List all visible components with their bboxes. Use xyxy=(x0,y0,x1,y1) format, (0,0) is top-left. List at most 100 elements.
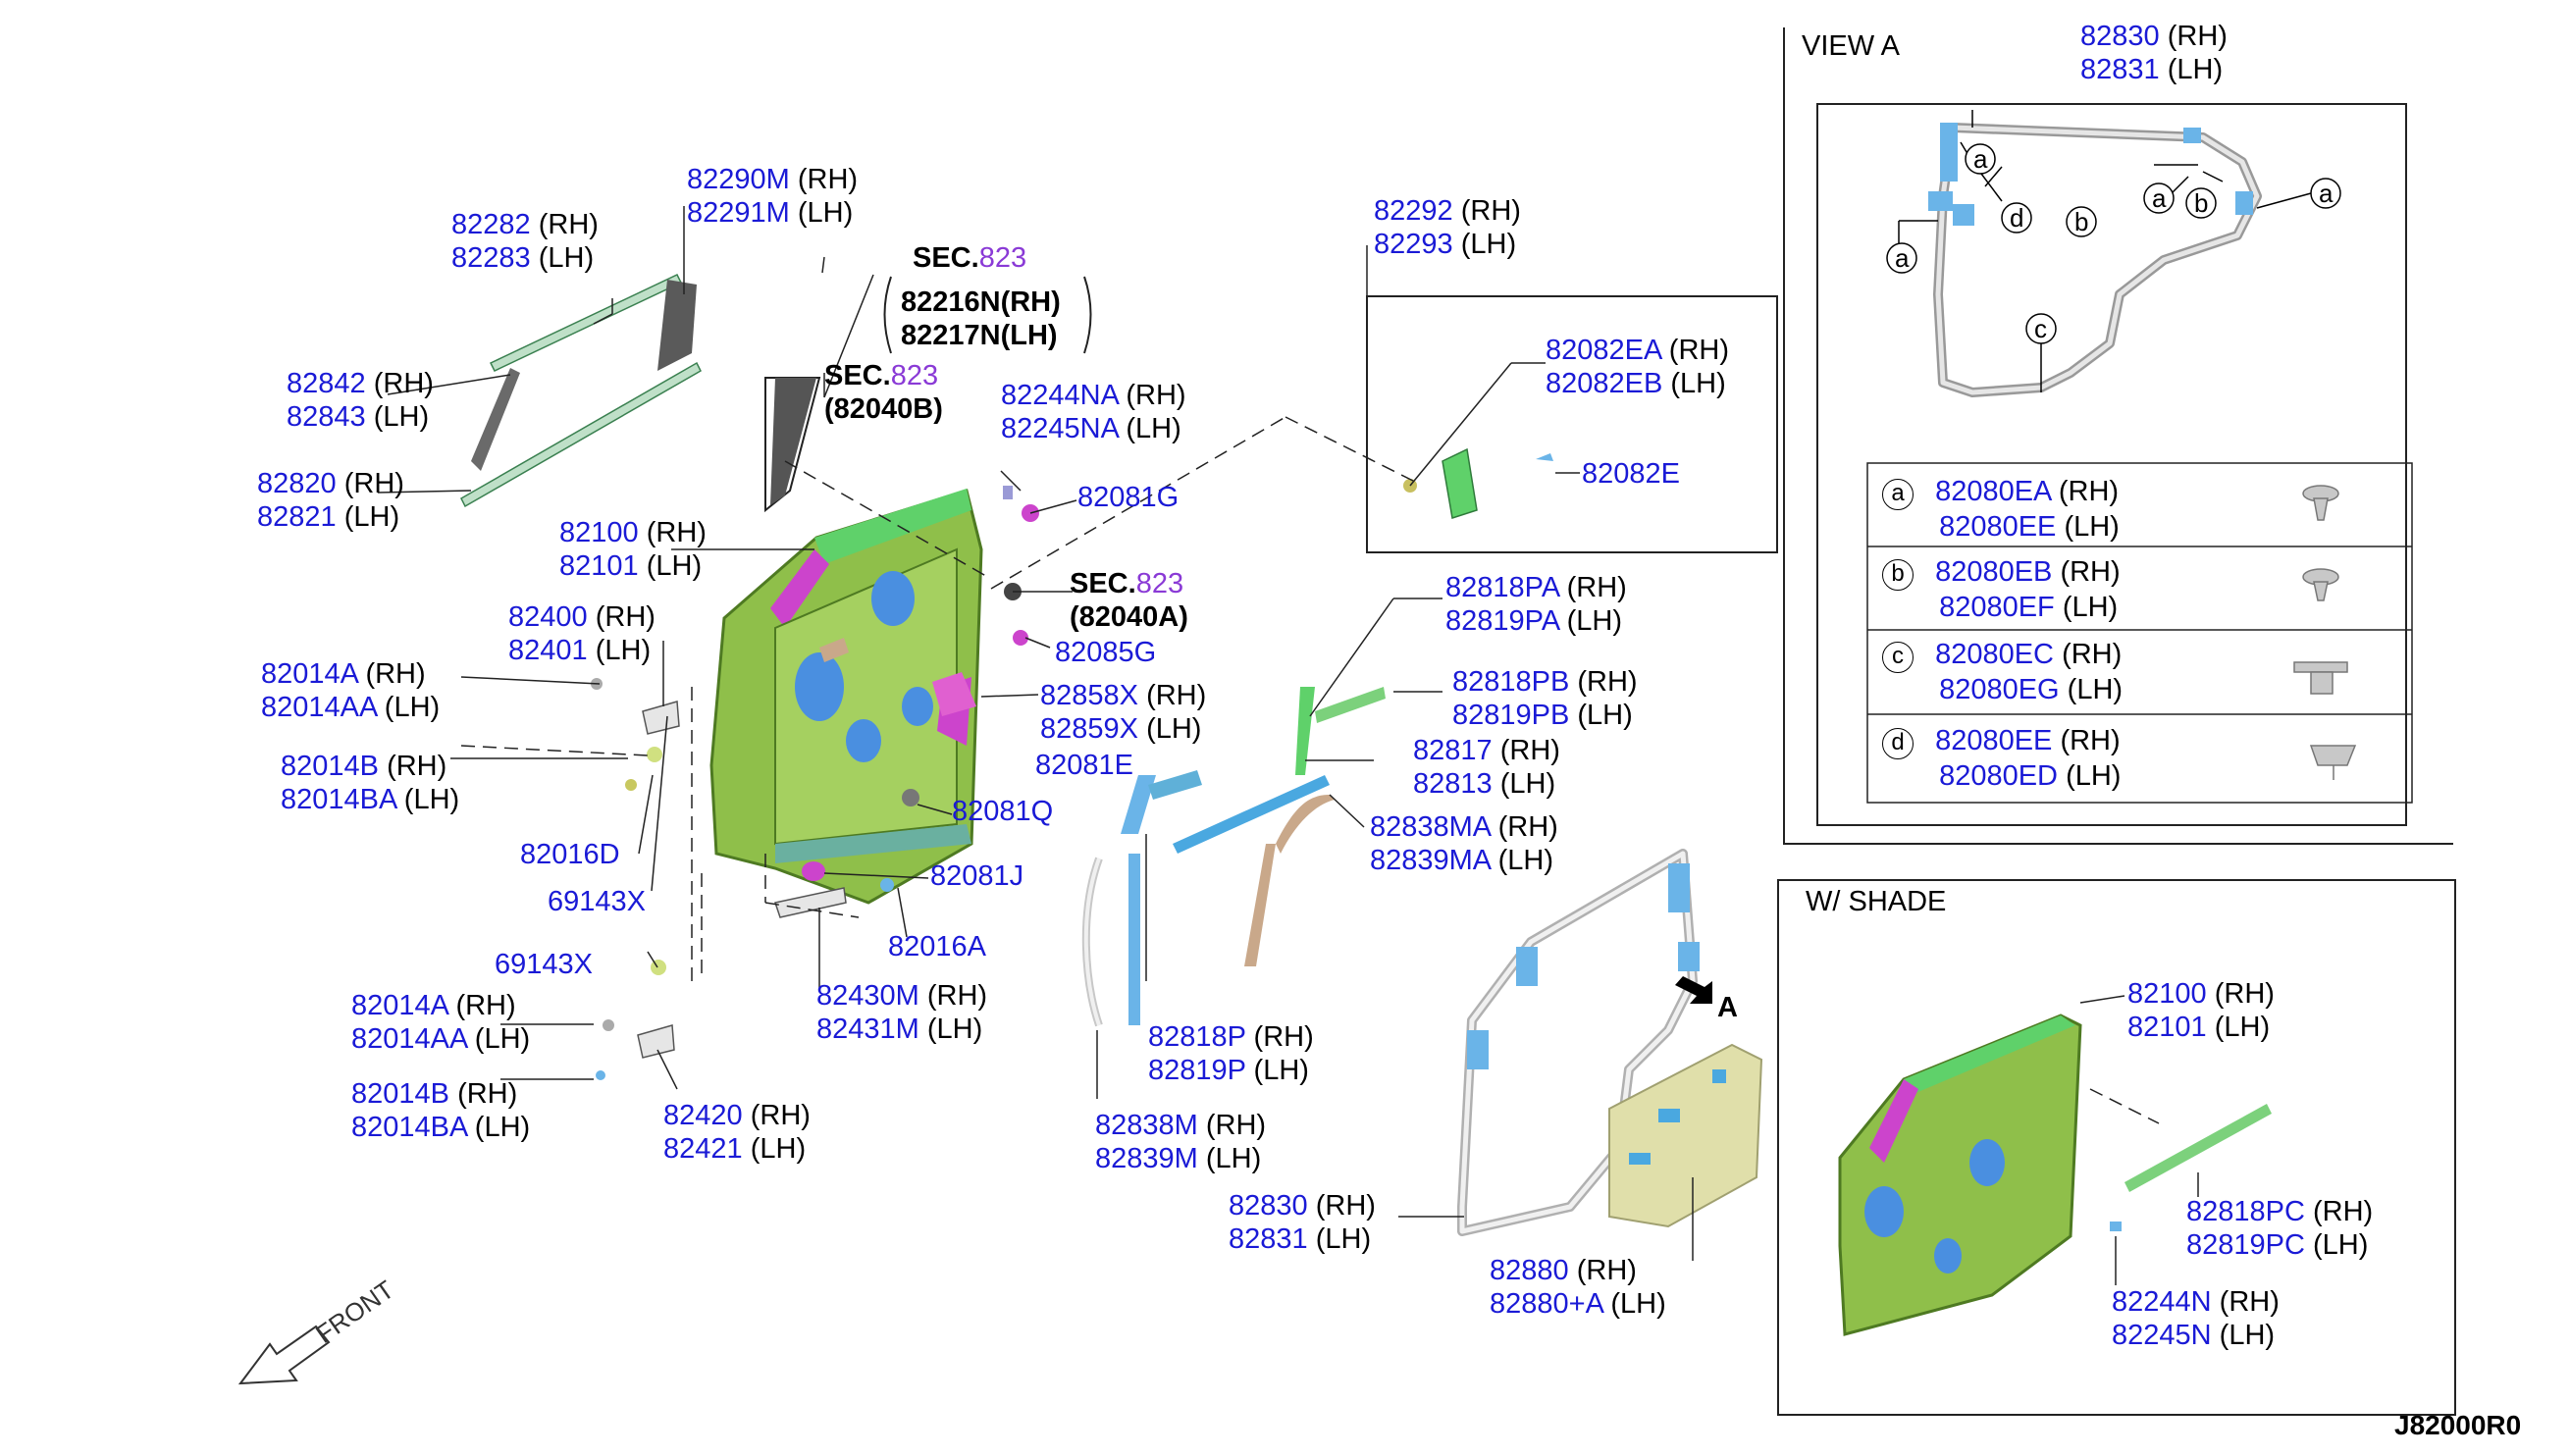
part-number-lh[interactable]: 82291M xyxy=(687,197,790,229)
part-number-lh[interactable]: 82880+A xyxy=(1490,1288,1603,1320)
part-number-lh[interactable]: 82859X xyxy=(1040,713,1138,745)
part-number-lh[interactable]: 82014BA xyxy=(281,784,396,815)
part-number-lh[interactable]: 82813 xyxy=(1413,768,1493,800)
leader-lines xyxy=(377,206,1694,1261)
part-number-lh[interactable]: 82014BA xyxy=(351,1112,467,1143)
view-a-seal xyxy=(1928,123,2262,397)
part-number-rh[interactable]: 82014B xyxy=(351,1078,449,1110)
part-number-rh[interactable]: 82420 xyxy=(663,1100,743,1131)
part-number-lh[interactable]: 82431M xyxy=(816,1014,919,1045)
lh-tag: (LH) xyxy=(1146,713,1202,745)
part-number-rh[interactable]: 82080EC xyxy=(1935,639,2054,670)
callout-82818P: 82818P (RH) 82819P (LH) xyxy=(1148,1020,1314,1087)
part-number-rh[interactable]: 82080EE xyxy=(1935,725,2053,756)
part-number-rh[interactable]: 82100 xyxy=(2127,978,2207,1010)
part-82016D[interactable]: 82016D xyxy=(520,839,620,870)
part-number-rh[interactable]: 82400 xyxy=(508,601,588,633)
part-number-lh[interactable]: 82245NA xyxy=(1001,413,1119,444)
part-number-rh[interactable]: 82080EA xyxy=(1935,476,2051,507)
part-number-rh[interactable]: 82880 xyxy=(1490,1255,1569,1286)
callout-82820: 82820 (RH) 82821 (LH) xyxy=(257,467,404,534)
rh-tag: (RH) xyxy=(1126,380,1186,411)
part-number-lh[interactable]: 82283 xyxy=(451,242,531,274)
part-number-lh[interactable]: 82821 xyxy=(257,501,337,533)
part-number-rh[interactable]: 82430M xyxy=(816,980,919,1012)
part-number-rh[interactable]: 82082EA xyxy=(1546,335,1661,366)
part-number-rh[interactable]: 82838M xyxy=(1095,1110,1198,1141)
part-number-rh[interactable]: 82100 xyxy=(559,517,639,548)
part-number-lh[interactable]: 82831 xyxy=(2080,54,2160,85)
part-82081J[interactable]: 82081J xyxy=(930,860,1024,892)
part-number-lh[interactable]: 82843 xyxy=(287,401,366,433)
part-number-rh[interactable]: 82820 xyxy=(257,468,337,499)
part-number-lh[interactable]: 82421 xyxy=(663,1133,743,1165)
part-number-lh[interactable]: 82293 xyxy=(1374,229,1453,260)
part-82081E[interactable]: 82081E xyxy=(1035,750,1133,781)
part-number-rh[interactable]: 82282 xyxy=(451,209,531,240)
rh-tag: (RH) xyxy=(1315,1190,1376,1222)
part-69143X-upper[interactable]: 69143X xyxy=(548,886,646,917)
shade-callout-82244N: 82244N (RH) 82245N (LH) xyxy=(2112,1285,2280,1352)
part-number-rh[interactable]: 82818PB xyxy=(1452,666,1570,698)
part-number-lh[interactable]: 82101 xyxy=(559,550,639,582)
part-number-rh[interactable]: 82014B xyxy=(281,751,379,782)
lh-tag: (LH) xyxy=(2219,1320,2276,1351)
rh-tag: (RH) xyxy=(1499,735,1560,766)
part-number-rh[interactable]: 82244NA xyxy=(1001,380,1119,411)
part-number-lh[interactable]: 82080EG xyxy=(1939,674,2060,705)
part-69143X-lower[interactable]: 69143X xyxy=(495,949,593,980)
lh-tag: (LH) xyxy=(373,401,430,433)
part-number-rh[interactable]: 82842 xyxy=(287,368,366,399)
part-number-rh[interactable]: 82080EB xyxy=(1935,556,2053,588)
part-number-lh[interactable]: 82101 xyxy=(2127,1012,2207,1043)
part-number-lh[interactable]: 82401 xyxy=(508,635,588,666)
sec-number[interactable]: 823 xyxy=(1135,568,1184,599)
part-number-rh[interactable]: 82818PA xyxy=(1445,572,1559,603)
part-number-rh[interactable]: 82817 xyxy=(1413,735,1493,766)
part-number-rh[interactable]: 82014A xyxy=(351,990,448,1021)
part-number-rh[interactable]: 82838MA xyxy=(1370,811,1491,843)
part-number-lh[interactable]: 82819PA xyxy=(1445,605,1559,637)
part-number-lh[interactable]: 82080EF xyxy=(1939,592,2055,623)
part-number-lh[interactable]: 82819PC xyxy=(2186,1229,2305,1261)
part-number-lh[interactable]: 82080ED xyxy=(1939,760,2058,792)
part-number-lh[interactable]: 82819PB xyxy=(1452,700,1570,731)
part-number-rh[interactable]: 82292 xyxy=(1374,195,1453,227)
shade-callout-82100: 82100 (RH) 82101 (LH) xyxy=(2127,977,2275,1044)
part-number-rh[interactable]: 82818P xyxy=(1148,1021,1246,1053)
sec-prefix: SEC. xyxy=(913,242,979,274)
sec-ref-3: SEC.823 (82040A) xyxy=(1070,567,1188,634)
part-number-rh[interactable]: 82818PC xyxy=(2186,1196,2305,1227)
part-82081Q[interactable]: 82081Q xyxy=(952,796,1054,827)
legend-row-a: a 82080EA (RH) 82080EE (LH) xyxy=(1882,475,2120,544)
sec-number[interactable]: 823 xyxy=(978,242,1027,274)
part-number-rh[interactable]: 82244N xyxy=(2112,1286,2212,1318)
dashed-lines xyxy=(460,416,2160,1124)
rh-tag: (RH) xyxy=(2214,978,2275,1010)
rh-tag: (RH) xyxy=(457,1078,518,1110)
lh-tag: (LH) xyxy=(403,784,460,815)
part-82081G[interactable]: 82081G xyxy=(1077,482,1180,513)
drawing-id: J82000R0 xyxy=(2394,1410,2522,1440)
sec-number[interactable]: 823 xyxy=(890,360,939,391)
callout-82818PA: 82818PA (RH) 82819PA (LH) xyxy=(1445,571,1627,638)
part-number-rh[interactable]: 82830 xyxy=(2080,21,2160,52)
part-number-lh[interactable]: 82014AA xyxy=(261,692,377,723)
part-number-lh[interactable]: 82245N xyxy=(2112,1320,2212,1351)
part-82085G[interactable]: 82085G xyxy=(1055,637,1157,668)
callout-82400: 82400 (RH) 82401 (LH) xyxy=(508,600,656,667)
part-number-rh[interactable]: 82014A xyxy=(261,658,358,690)
part-82082E[interactable]: 82082E xyxy=(1582,458,1680,490)
part-number-rh[interactable]: 82830 xyxy=(1229,1190,1308,1222)
part-82016A[interactable]: 82016A xyxy=(888,931,986,962)
shade-door xyxy=(1838,1014,2272,1336)
part-number-lh[interactable]: 82014AA xyxy=(351,1023,467,1055)
part-number-lh[interactable]: 82080EE xyxy=(1939,511,2057,543)
part-number-lh[interactable]: 82839M xyxy=(1095,1143,1198,1174)
part-number-lh[interactable]: 82819P xyxy=(1148,1055,1246,1086)
part-number-rh[interactable]: 82858X xyxy=(1040,680,1138,711)
part-number-rh[interactable]: 82290M xyxy=(687,164,790,195)
part-number-lh[interactable]: 82082EB xyxy=(1546,368,1663,399)
part-number-lh[interactable]: 82831 xyxy=(1229,1223,1308,1255)
part-number-lh[interactable]: 82839MA xyxy=(1370,845,1491,876)
